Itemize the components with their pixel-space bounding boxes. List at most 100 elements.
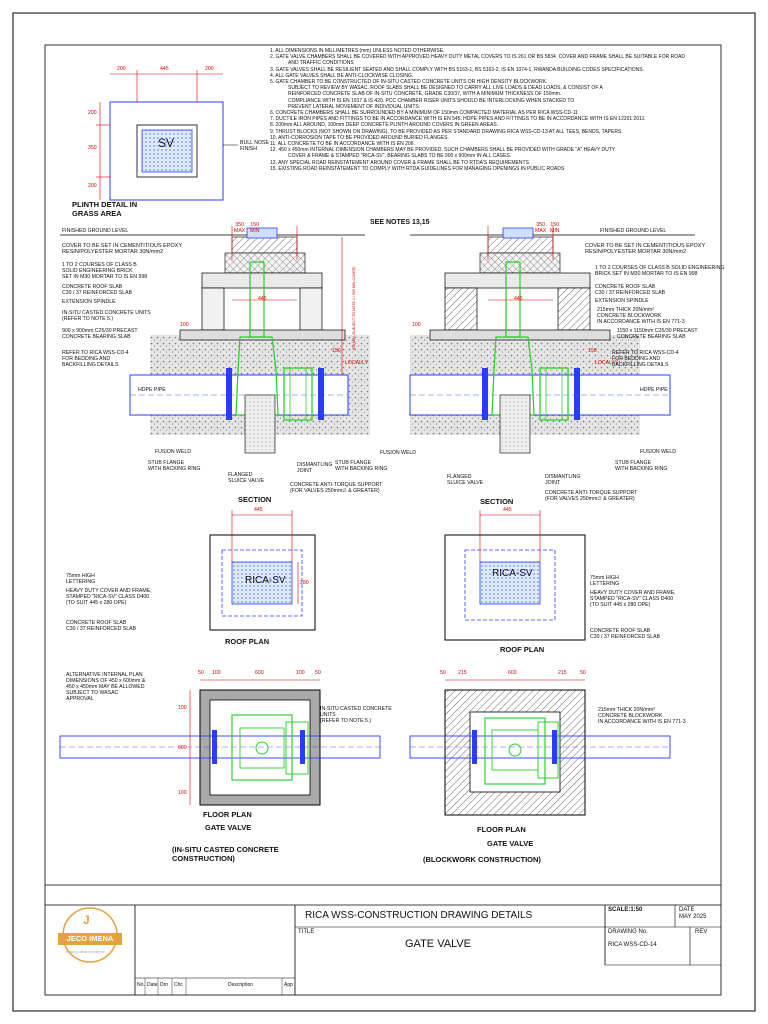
- fusion-weld-mid: FUSION WELD: [380, 450, 417, 456]
- title-label: TITLE: [298, 929, 315, 935]
- roof-plan-title-left: ROOF PLAN: [225, 637, 270, 646]
- logo-letter: J: [83, 913, 90, 927]
- right-label-cover: COVER TO BE SET IN CEMENTITIOUS EPOXY RE…: [585, 243, 706, 255]
- anti-torque-right: CONCRETE ANTI-TORQUE SUPPORT (FOR VALVES…: [545, 490, 638, 502]
- note-line: 11. ALL CONCRETE TO BE IN ACCORDANCE WIT…: [270, 141, 415, 148]
- note-line: AND TRAFFIC CONDITIONS: [288, 60, 354, 67]
- section-dim-150min-left: 150 MIN: [250, 222, 260, 234]
- note-line: 12. 450 x 450mm INTERNAL DIMENSION CHAMB…: [270, 147, 616, 154]
- note-line: REINFORCED CONCRETE SLAB OF IN-SITU CONC…: [288, 91, 562, 98]
- right-label-blockwork: 215mm THICK 20N/mm² CONCRETE BLOCKWORK I…: [597, 307, 685, 325]
- floor-plan-right: [409, 679, 671, 816]
- roof-plan-left: [209, 510, 316, 631]
- floor-dim-l-2: 600: [255, 670, 264, 676]
- floor-dim-side-2: 100: [178, 790, 187, 796]
- note-line: 9. THRUST BLOCKS (NOT SHOWN ON DRAWING),…: [270, 128, 623, 135]
- roof-dim-280-left: 280: [300, 580, 309, 586]
- flanged-valve-right: FLANGED SLUICE VALVE: [447, 474, 484, 486]
- right-label-bedding: REFER TO RICA WSS-CD-4 FOR BEDDING AND B…: [612, 350, 679, 368]
- floor-dim-r-0: 50: [440, 670, 446, 676]
- rev-label: REV: [695, 929, 708, 935]
- roof-dim-445-left: 445: [254, 507, 263, 513]
- sheet-border: [12, 12, 756, 1012]
- floor-dim-l-0: 50: [198, 670, 204, 676]
- rev-col-description: Description: [228, 982, 254, 988]
- stub-flange-right: STUB FLANGE WITH BACKING RING: [615, 460, 668, 472]
- right-label-bearing: 1150 x 1150mm C25/30 PRECAST CONCRETE BE…: [617, 328, 698, 340]
- floor-plan-sub-right: GATE VALVE: [487, 839, 534, 848]
- floor-plan-title-left: FLOOR PLAN: [203, 810, 252, 819]
- note-line: SUBJECT TO REVIEW BY WASAC. ROOF SLABS S…: [288, 85, 603, 92]
- scale: SCALE:1:50: [608, 907, 643, 913]
- fusion-weld-left: FUSION WELD: [155, 449, 192, 455]
- floor-dim-r-4: 50: [580, 670, 586, 676]
- fusion-weld-right: FUSION WELD: [640, 449, 677, 455]
- left-label-bearing: 900 x 900mm C25/30 PRECAST CONCRETE BEAR…: [62, 328, 138, 340]
- section-dim-445-right: 445: [514, 296, 523, 302]
- roof-dim-445-right: 445: [503, 507, 512, 513]
- right-label-brick: 1 TO 2 COURSES OF CLASS B SOLID ENGINEER…: [595, 265, 725, 277]
- floor-plan-sub-left: GATE VALVE: [205, 823, 252, 832]
- note-line: 13. ANY SPECIAL ROAD REINSTATEMENT AROUN…: [270, 159, 531, 166]
- drawing-title: GATE VALVE: [405, 938, 472, 950]
- hdpe-right: HDPE PIPE: [640, 387, 668, 393]
- section-dim-150-right: 150: [588, 348, 597, 354]
- stub-flange-left: STUB FLANGE WITH BACKING RING: [148, 460, 201, 472]
- fgl-right: FINISHED GROUND LEVEL: [600, 228, 667, 234]
- date-value: MAY 2025: [679, 914, 707, 920]
- floor-plan-title-right: FLOOR PLAN: [477, 825, 526, 834]
- roof-cover-frame-right: HEAVY DUTY COVER AND FRAME, STAMPED "RIC…: [590, 590, 676, 608]
- bullnose-label: BULL NOSE FINISH: [240, 140, 269, 152]
- note-line: 3. GATE VALVES SHALL BE RESILIENT SEATED…: [270, 66, 645, 73]
- section-dim-100-right: 100: [412, 322, 421, 328]
- floor-plan-left: [59, 679, 381, 806]
- right-label-spindle: EXTENSION SPINDLE: [595, 298, 649, 304]
- note-line: 5. GATE CHAMBER TO BE CONSTRUCTED OF IN-…: [270, 79, 548, 86]
- see-notes: SEE NOTES 13,15: [370, 219, 430, 226]
- floor-dim-side-1: 600: [178, 745, 187, 751]
- note-line: 10. ANTI-CORROSION TAPE TO BE PROVIDED A…: [270, 134, 449, 141]
- left-label-cover: COVER TO BE SET IN CEMENTITIOUS EPOXY RE…: [62, 243, 183, 255]
- flanged-valve-left: FLANGED SLUICE VALVE: [228, 472, 265, 484]
- section-right: [409, 226, 695, 454]
- left-label-roofslab: CONCRETE ROOF SLAB C30 / 37 REINFORCED S…: [62, 284, 133, 296]
- plinth-dim-3: 200: [205, 66, 214, 72]
- floor-dim-r-3: 215: [558, 670, 567, 676]
- section-dim-350max-right: 350 MAX: [535, 222, 547, 234]
- floor-alt-note: ALTERNATIVE INTERNAL PLAN DIMENSIONS OF …: [66, 672, 146, 702]
- floor-dim-side-0: 100: [178, 705, 187, 711]
- roof-plan-right: [444, 510, 586, 641]
- floor-caption-left: (IN-SITU CASTED CONCRETE CONSTRUCTION): [172, 845, 279, 863]
- plinth-sv-text: SV: [158, 136, 175, 150]
- floor-blockwork-label: 215mm THICK 20N/mm² CONCRETE BLOCKWORK I…: [598, 707, 686, 725]
- left-label-bedding: REFER TO RICA WSS-CD-4 FOR BEDDING AND B…: [62, 350, 129, 368]
- rev-col-app: App: [284, 982, 293, 988]
- note-line: 1. ALL DIMENSIONS IN MILLIMETRES (mm) UN…: [270, 48, 445, 54]
- section-title-right: SECTION: [480, 497, 514, 506]
- left-label-insitu: IN-SITU CASTED CONCRETE UNITS (REFER TO …: [62, 310, 151, 322]
- floor-caption-right: (BLOCKWORK CONSTRUCTION): [423, 855, 541, 864]
- anti-torque-left: CONCRETE ANTI-TORQUE SUPPORT (FOR VALVES…: [290, 482, 383, 494]
- floor-dim-r-1: 215: [458, 670, 467, 676]
- stub-flange-mid: STUB FLANGE WITH BACKING RING: [335, 460, 388, 472]
- roof-lettering-right: 75mm HIGH LETTERING: [590, 575, 620, 587]
- floor-insitu-label: IN-SITU CASTED CONCRETE UNITS (REFER TO …: [320, 706, 392, 724]
- note-line: COVER & FRAME & STAMPED "RICA-SV". BEARI…: [288, 153, 512, 160]
- floor-dim-l-3: 100: [296, 670, 305, 676]
- note-line: 4. ALL GATE VALVES SHALL BE ANTI-CLOCKWI…: [270, 72, 414, 79]
- floor-dim-l-1: 100: [212, 670, 221, 676]
- note-line: 7. DUCTILE IRON PIPES AND FITTINGS TO BE…: [270, 116, 646, 123]
- hdpe-left: HDPE PIPE: [138, 387, 166, 393]
- rev-col-chc: Chc: [174, 982, 183, 988]
- floor-dim-r-2: 600: [508, 670, 517, 676]
- logo-tagline: building ideas excellence: [66, 950, 105, 954]
- drawing-no-value: RICA WSS-CD-14: [608, 942, 657, 948]
- note-line: COMPLIANCE WITH IS EN 1917 & IS 420. PCC…: [288, 97, 575, 104]
- note-line: 2. GATE VALVE CHAMBERS SHALL BE COVERED …: [270, 54, 686, 61]
- note-line: 8. 200mm ALL AROUND, 100mm DEEP CONCRETE…: [270, 122, 499, 129]
- plinth-dim-1: 200: [117, 66, 126, 72]
- section-dim-445-left: 445: [258, 296, 267, 302]
- roof-lettering-left: 75mm HIGH LETTERING: [66, 573, 96, 585]
- plinth-title: PLINTH DETAIL IN GRASS AREA: [72, 200, 138, 218]
- rev-col-date: Date: [147, 982, 158, 988]
